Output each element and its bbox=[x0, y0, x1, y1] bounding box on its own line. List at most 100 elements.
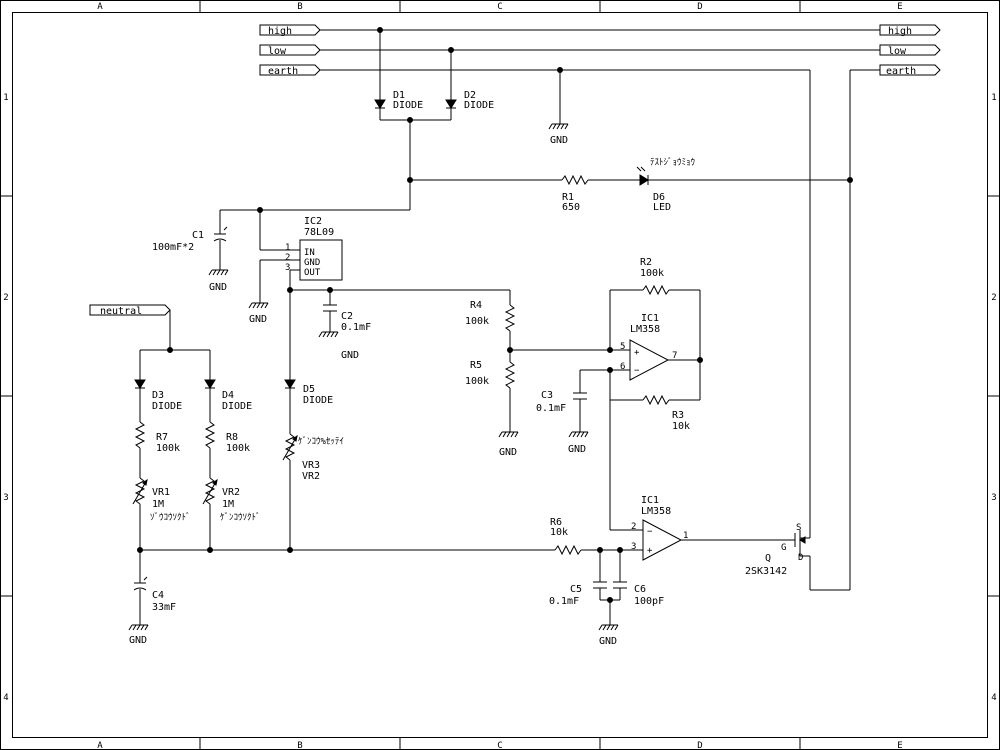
row-label-2: 2 bbox=[991, 293, 996, 303]
c4-ref: C4 bbox=[152, 590, 164, 601]
resistor-r3: R3 10k bbox=[609, 370, 700, 530]
net-label-earth-right: earth bbox=[879, 64, 941, 77]
col-label-c: C bbox=[497, 741, 502, 750]
row-label-1: 1 bbox=[3, 93, 8, 103]
gnd-c5-c6: GND bbox=[598, 597, 620, 647]
gnd-label: GND bbox=[568, 444, 586, 455]
vr3-value: VR2 bbox=[302, 471, 320, 482]
vr3-ref: VR3 bbox=[302, 460, 320, 471]
r6-value: 10k bbox=[550, 527, 568, 538]
c5-ref: C5 bbox=[570, 584, 582, 595]
led-d6: ﾃｽﾄｼﾞｮｳﾐｮｳ D6 LED bbox=[636, 157, 853, 213]
diode-d2: D2 DIODE bbox=[445, 50, 494, 120]
col-label-e: E bbox=[897, 2, 902, 12]
diode-d5: D5 DIODE bbox=[284, 379, 333, 434]
gnd-label: GND bbox=[599, 636, 617, 647]
r8-value: 100k bbox=[226, 443, 250, 454]
rail-wires bbox=[320, 27, 880, 591]
c1-ref: C1 bbox=[192, 230, 204, 241]
wire-9v-bus bbox=[287, 287, 510, 380]
net-label-high-right: high bbox=[879, 24, 941, 37]
capacitor-c3: C3 0.1mF GND bbox=[536, 367, 630, 455]
ic2-pin-gnd: GND bbox=[304, 258, 320, 268]
gnd-label: GND bbox=[499, 447, 517, 458]
row-label-1: 1 bbox=[991, 93, 996, 103]
r3-value: 10k bbox=[672, 421, 690, 432]
d6-ref: D6 bbox=[653, 192, 665, 203]
r2-ref: R2 bbox=[640, 257, 652, 268]
capacitor-c5: C5 0.1mF bbox=[549, 550, 607, 607]
capacitor-c6: C6 100pF bbox=[613, 550, 664, 607]
c3-value: 0.1mF bbox=[536, 403, 566, 414]
ic1b-value: LM358 bbox=[641, 506, 671, 517]
svg-text:low: low bbox=[888, 46, 907, 57]
row-label-2: 2 bbox=[3, 293, 8, 303]
q-pin-s: S bbox=[796, 523, 801, 533]
opamp-ic1b: − + 2 3 1 IC1 LM358 bbox=[610, 495, 795, 561]
capacitor-c1: C1 100mF*2 GND bbox=[152, 207, 263, 293]
regulator-ic2: IN GND OUT 1 2 3 IC2 78L09 GND bbox=[248, 210, 343, 325]
vr2-ref: VR2 bbox=[222, 487, 240, 498]
q-value: 2SK3142 bbox=[745, 566, 787, 577]
ic1b-pin-3: 3 bbox=[631, 542, 636, 552]
capacitor-c2: C2 0.1mF GND bbox=[318, 290, 371, 361]
svg-text:neutral: neutral bbox=[100, 306, 142, 317]
col-label-d: D bbox=[697, 2, 702, 12]
diode-d4: D4 DIODE bbox=[204, 350, 252, 422]
d1-value: DIODE bbox=[393, 100, 423, 111]
gnd-label: GND bbox=[249, 314, 267, 325]
svg-text:high: high bbox=[888, 26, 912, 37]
svg-text:earth: earth bbox=[886, 66, 916, 77]
d5-ref: D5 bbox=[303, 384, 315, 395]
diode-d3: D3 DIODE bbox=[134, 350, 182, 422]
c2-value: 0.1mF bbox=[341, 322, 371, 333]
pot-vr3: ｹﾞﾝｺｳ%ｾｯﾃｲ VR3 VR2 bbox=[282, 433, 344, 550]
gnd-label: GND bbox=[209, 282, 227, 293]
vr1-value: 1M bbox=[152, 499, 164, 510]
ic2-pin-3: 3 bbox=[285, 263, 290, 273]
d3-value: DIODE bbox=[152, 401, 182, 412]
net-label-low-left: low bbox=[259, 44, 321, 57]
vr3-note: ｹﾞﾝｺｳ%ｾｯﾃｲ bbox=[298, 436, 344, 447]
q-pin-d: D bbox=[798, 553, 803, 563]
resistor-r7: R7 100k bbox=[134, 421, 180, 478]
d2-value: DIODE bbox=[464, 100, 494, 111]
gnd-label: GND bbox=[550, 135, 568, 146]
wire-diode-join bbox=[260, 117, 451, 211]
d2-ref: D2 bbox=[464, 90, 476, 101]
d3-ref: D3 bbox=[152, 390, 164, 401]
ic2-pin-2: 2 bbox=[285, 253, 290, 263]
vr2-value: 1M bbox=[222, 499, 234, 510]
svg-text:low: low bbox=[268, 46, 287, 57]
vr1-ref: VR1 bbox=[152, 487, 170, 498]
ic2-value: 78L09 bbox=[304, 227, 334, 238]
r2-value: 100k bbox=[640, 268, 664, 279]
ic1a-pin-7: 7 bbox=[672, 351, 677, 361]
resistor-r1: R1 650 bbox=[410, 174, 640, 213]
net-label-high-left: high bbox=[259, 24, 321, 37]
diode-d1: D1 DIODE bbox=[374, 30, 423, 120]
net-label-earth-left: earth bbox=[259, 64, 321, 77]
ic2-pin-in: IN bbox=[304, 248, 315, 258]
ic1b-pin-1: 1 bbox=[683, 531, 688, 541]
col-label-b: B bbox=[297, 741, 302, 750]
d1-ref: D1 bbox=[393, 90, 405, 101]
mosfet-q: S D G Q 2SK3142 bbox=[745, 523, 810, 577]
d4-ref: D4 bbox=[222, 390, 234, 401]
gnd-label: GND bbox=[129, 635, 147, 646]
vr1-note: ｿﾞｳｺｳｿｸﾄﾞ bbox=[150, 512, 191, 523]
ic2-pin-1: 1 bbox=[285, 243, 290, 253]
svg-text:+: + bbox=[647, 546, 653, 556]
vr2-note: ｹﾞﾝｺｳｿｸﾄﾞ bbox=[220, 512, 261, 523]
row-label-3: 3 bbox=[3, 493, 8, 503]
column-labels-top: A B C D E bbox=[97, 2, 902, 12]
c2-ref: C2 bbox=[341, 311, 353, 322]
col-label-b: B bbox=[297, 2, 302, 12]
r7-value: 100k bbox=[156, 443, 180, 454]
ic1b-pin-2: 2 bbox=[631, 522, 636, 532]
r1-ref: R1 bbox=[562, 192, 574, 203]
svg-text:+: + bbox=[634, 348, 640, 358]
c3-ref: C3 bbox=[541, 390, 553, 401]
row-label-4: 4 bbox=[3, 693, 8, 703]
